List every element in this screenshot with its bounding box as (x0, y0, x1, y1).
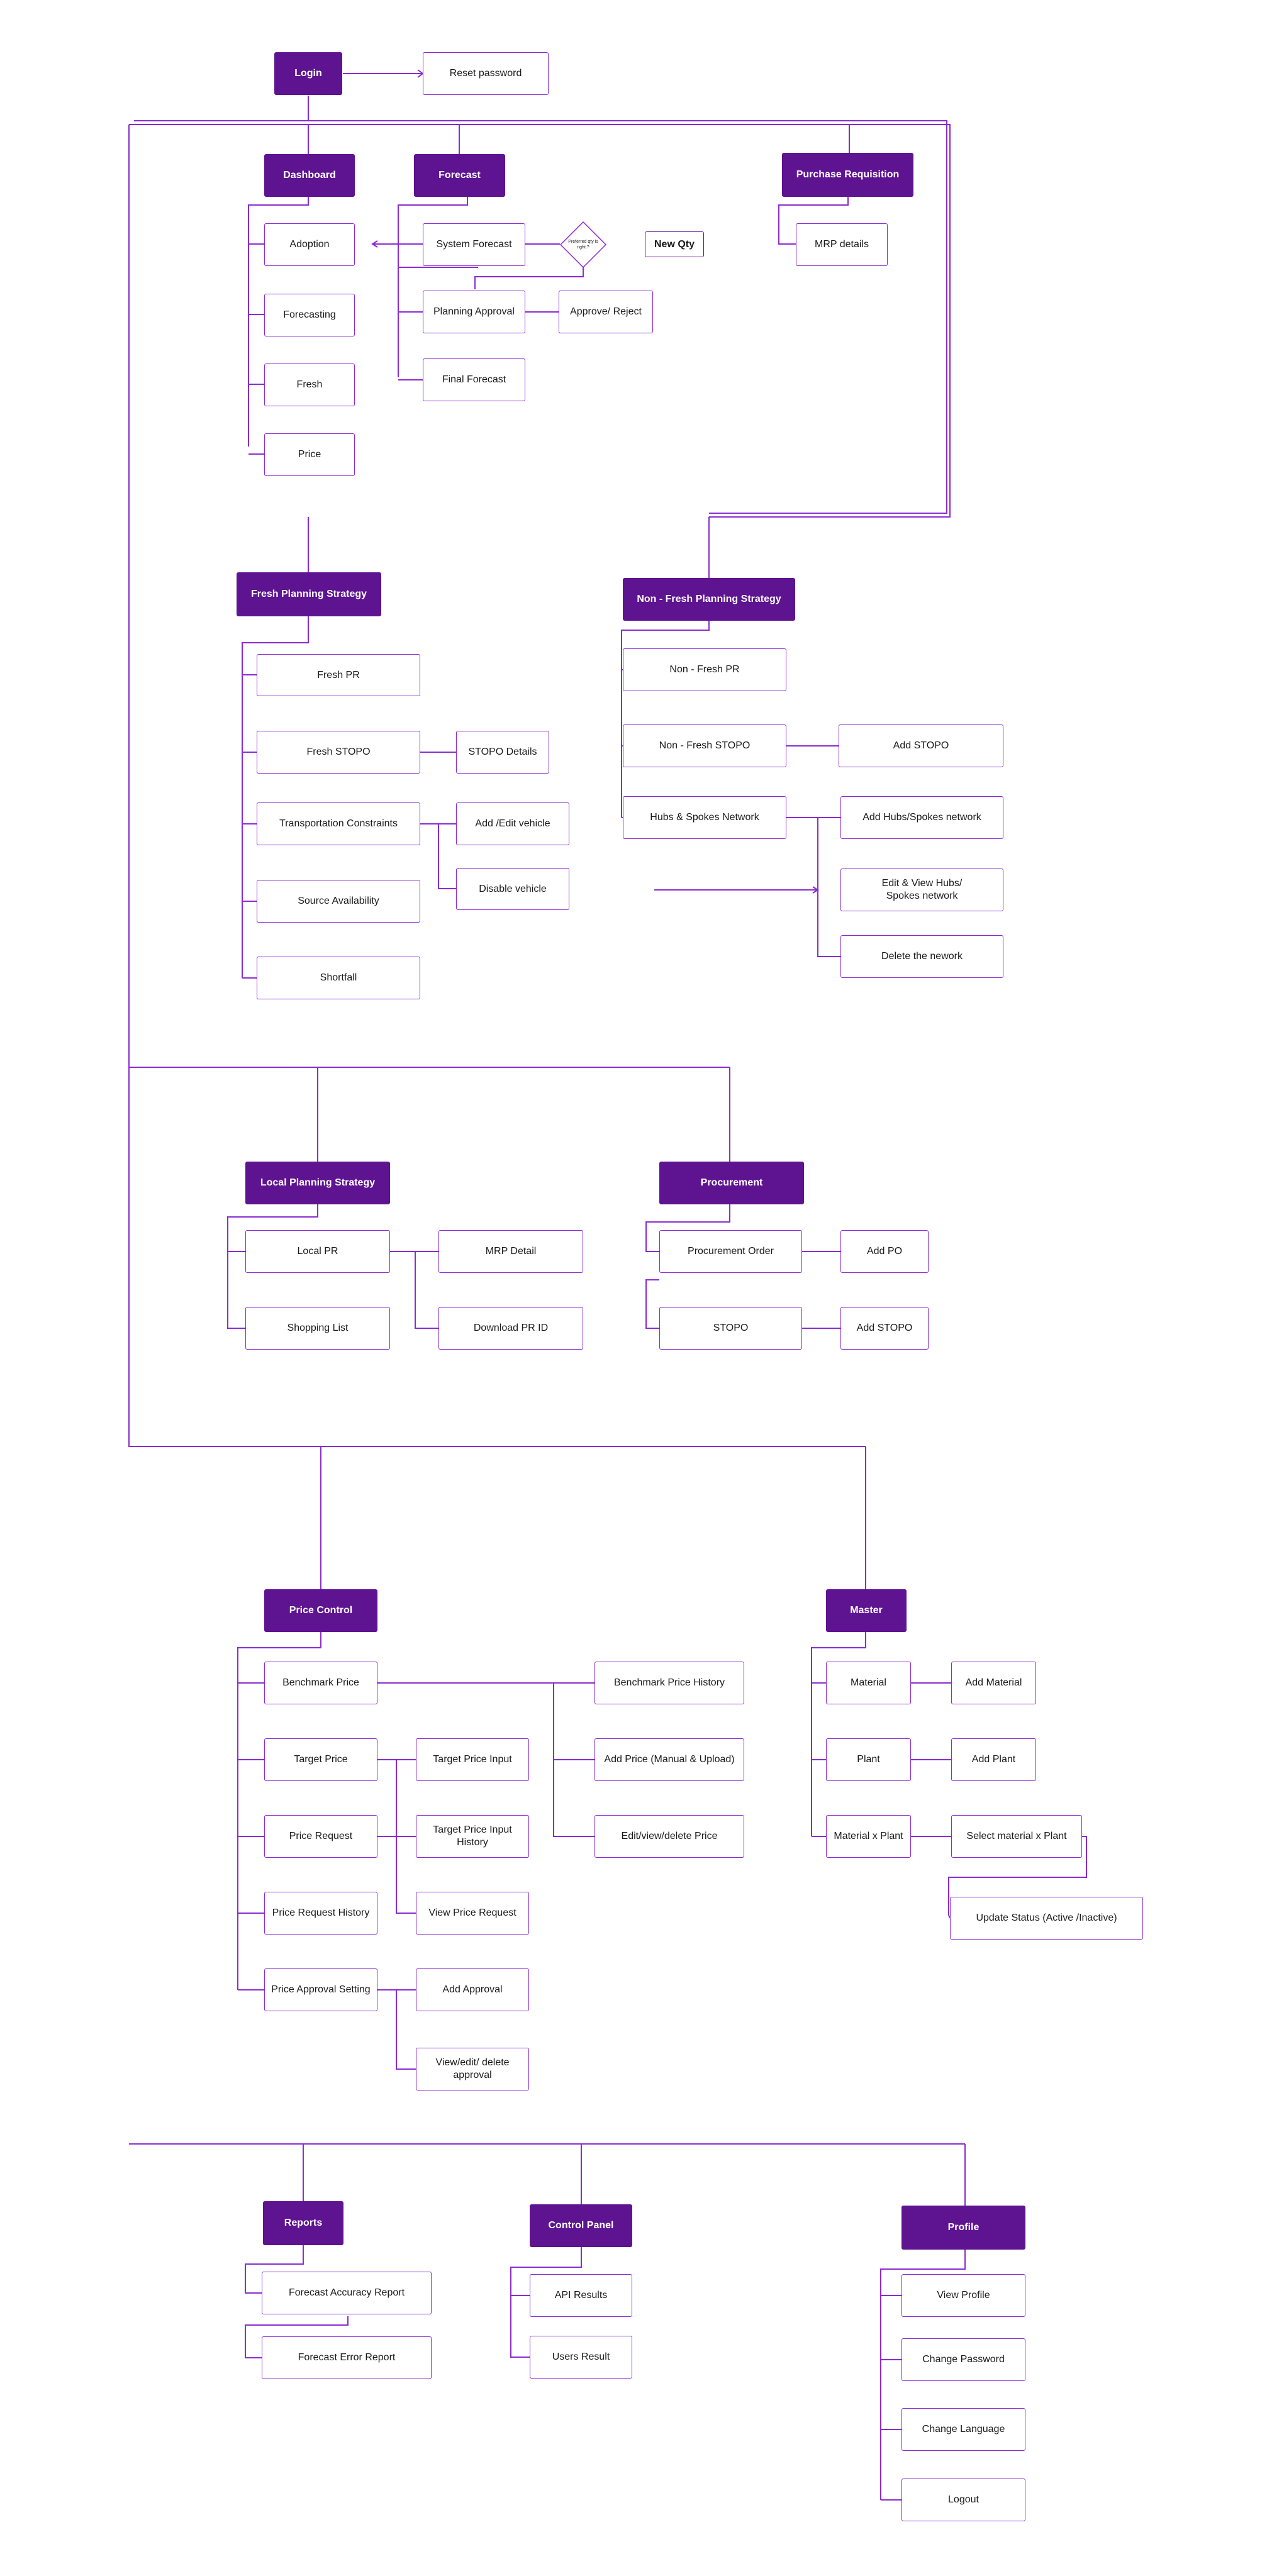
decision-label: Preferred qty is right ? (568, 240, 598, 250)
price-request-history-node[interactable]: Price Request History (264, 1892, 377, 1935)
mrp-detail-node[interactable]: MRP Detail (438, 1230, 583, 1273)
reset-password-node[interactable]: Reset password (423, 52, 549, 95)
forecast-accuracy-report-node[interactable]: Forecast Accuracy Report (262, 2272, 432, 2314)
purchase-requisition-node[interactable]: Purchase Requisition (782, 153, 913, 197)
disable-vehicle-node[interactable]: Disable vehicle (456, 868, 569, 910)
add-hubs-spokes-node[interactable]: Add Hubs/Spokes network (840, 796, 1003, 839)
stopo-node[interactable]: STOPO (659, 1307, 802, 1350)
add-price-node[interactable]: Add Price (Manual & Upload) (594, 1738, 744, 1781)
view-price-request-node[interactable]: View Price Request (416, 1892, 529, 1935)
forecast-error-report-node[interactable]: Forecast Error Report (262, 2336, 432, 2379)
add-edit-vehicle-node[interactable]: Add /Edit vehicle (456, 802, 569, 845)
edit-view-hubs-node[interactable]: Edit & View Hubs/ Spokes network (840, 869, 1003, 911)
change-language-node[interactable]: Change Language (901, 2408, 1025, 2451)
price-control-node[interactable]: Price Control (264, 1589, 377, 1632)
add-po-node[interactable]: Add PO (840, 1230, 929, 1273)
benchmark-price-node[interactable]: Benchmark Price (264, 1662, 377, 1704)
fresh-stopo-node[interactable]: Fresh STOPO (257, 731, 420, 774)
approve-reject-node[interactable]: Approve/ Reject (559, 291, 653, 333)
local-planning-strategy-node[interactable]: Local Planning Strategy (245, 1162, 390, 1204)
view-profile-node[interactable]: View Profile (901, 2274, 1025, 2317)
users-result-node[interactable]: Users Result (530, 2336, 632, 2379)
download-pr-id-node[interactable]: Download PR ID (438, 1307, 583, 1350)
control-panel-node[interactable]: Control Panel (530, 2204, 632, 2247)
fresh-node[interactable]: Fresh (264, 364, 355, 406)
master-node[interactable]: Master (826, 1589, 907, 1632)
price-request-node[interactable]: Price Request (264, 1815, 377, 1858)
add-stopo-nonfresh-node[interactable]: Add STOPO (839, 724, 1003, 767)
new-qty-node[interactable]: New Qty (645, 231, 704, 257)
login-node[interactable]: Login (274, 52, 342, 95)
api-results-node[interactable]: API Results (530, 2274, 632, 2317)
procurement-node[interactable]: Procurement (659, 1162, 804, 1204)
logout-node[interactable]: Logout (901, 2479, 1025, 2521)
forecasting-node[interactable]: Forecasting (264, 294, 355, 336)
planning-approval-node[interactable]: Planning Approval (423, 291, 525, 333)
shortfall-node[interactable]: Shortfall (257, 957, 420, 999)
forecast-node[interactable]: Forecast (414, 154, 505, 197)
adoption-node[interactable]: Adoption (264, 223, 355, 266)
plant-node[interactable]: Plant (826, 1738, 911, 1781)
add-plant-node[interactable]: Add Plant (951, 1738, 1036, 1781)
local-pr-node[interactable]: Local PR (245, 1230, 390, 1273)
add-approval-node[interactable]: Add Approval (416, 1968, 529, 2011)
diamond-shape (560, 221, 606, 268)
select-material-x-plant-node[interactable]: Select material x Plant (951, 1815, 1082, 1858)
add-stopo-procurement-node[interactable]: Add STOPO (840, 1307, 929, 1350)
target-price-input-node[interactable]: Target Price Input (416, 1738, 529, 1781)
source-availability-node[interactable]: Source Availability (257, 880, 420, 923)
reports-node[interactable]: Reports (263, 2201, 343, 2245)
stopo-details-node[interactable]: STOPO Details (456, 731, 549, 774)
delete-network-node[interactable]: Delete the nework (840, 935, 1003, 978)
fresh-pr-node[interactable]: Fresh PR (257, 654, 420, 696)
edit-view-delete-price-node[interactable]: Edit/view/delete Price (594, 1815, 744, 1858)
add-material-node[interactable]: Add Material (951, 1662, 1036, 1704)
mrp-details-node[interactable]: MRP details (796, 223, 888, 266)
benchmark-price-history-node[interactable]: Benchmark Price History (594, 1662, 744, 1704)
decision-diamond: Preferred qty is right ? (560, 221, 606, 268)
update-status-node[interactable]: Update Status (Active /Inactive) (950, 1897, 1143, 1940)
target-price-input-history-node[interactable]: Target Price Input History (416, 1815, 529, 1858)
hubs-spokes-network-node[interactable]: Hubs & Spokes Network (623, 796, 786, 839)
view-edit-delete-approval-node[interactable]: View/edit/ delete approval (416, 2048, 529, 2090)
shopping-list-node[interactable]: Shopping List (245, 1307, 390, 1350)
target-price-node[interactable]: Target Price (264, 1738, 377, 1781)
price-approval-setting-node[interactable]: Price Approval Setting (264, 1968, 377, 2011)
final-forecast-node[interactable]: Final Forecast (423, 358, 525, 401)
fresh-planning-strategy-node[interactable]: Fresh Planning Strategy (237, 572, 381, 616)
price-node[interactable]: Price (264, 433, 355, 476)
material-x-plant-node[interactable]: Material x Plant (826, 1815, 911, 1858)
system-forecast-node[interactable]: System Forecast (423, 223, 525, 266)
material-node[interactable]: Material (826, 1662, 911, 1704)
procurement-order-node[interactable]: Procurement Order (659, 1230, 802, 1273)
non-fresh-pr-node[interactable]: Non - Fresh PR (623, 648, 786, 691)
non-fresh-planning-strategy-node[interactable]: Non - Fresh Planning Strategy (623, 578, 795, 621)
transportation-constraints-node[interactable]: Transportation Constraints (257, 802, 420, 845)
change-password-node[interactable]: Change Password (901, 2338, 1025, 2381)
profile-node[interactable]: Profile (901, 2206, 1025, 2250)
non-fresh-stopo-node[interactable]: Non - Fresh STOPO (623, 724, 786, 767)
dashboard-node[interactable]: Dashboard (264, 154, 355, 197)
